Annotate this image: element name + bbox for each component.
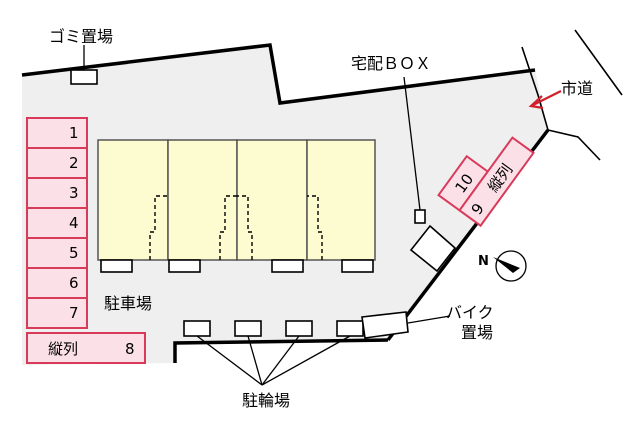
- slot-8-number: 8: [125, 340, 135, 358]
- parking-slot: [26, 117, 88, 149]
- bicycle-leader: [196, 335, 263, 386]
- garbage-box: [70, 69, 98, 85]
- slot-number: 6: [69, 274, 79, 292]
- unit-4: [306, 139, 376, 261]
- parking-label: 駐車場: [104, 294, 152, 313]
- parking-slot: [26, 297, 88, 329]
- slot-8-prefix: 縦列: [48, 340, 78, 358]
- bicycle-stand: [183, 320, 211, 337]
- garbage-label: ゴミ置場: [49, 27, 113, 46]
- street-label: 市道: [561, 79, 593, 98]
- delivery-box: [409, 224, 457, 273]
- street-edge-lower: [547, 129, 601, 161]
- entry-outline-1: [149, 195, 167, 260]
- slot-number: 5: [69, 244, 79, 262]
- parking-slot: [26, 267, 88, 299]
- doorstep-1: [100, 259, 133, 273]
- doorstep-2: [168, 259, 201, 273]
- building: [97, 139, 376, 261]
- bicycle-leader: [247, 335, 263, 386]
- compass-icon: N: [478, 250, 527, 282]
- bike-box: [361, 311, 409, 339]
- slot-number: 4: [69, 214, 79, 232]
- bicycle-label: 駐輪場: [242, 391, 290, 410]
- bicycle-stand: [336, 320, 364, 337]
- unit-2: [167, 139, 238, 261]
- entry-outline-2a: [219, 195, 237, 260]
- bicycle-leader: [261, 335, 300, 386]
- unit-1: [97, 139, 169, 261]
- bike-label-line2: 置場: [461, 323, 493, 342]
- bike-leader: [407, 315, 451, 324]
- parking-slot-9: [458, 136, 535, 228]
- slot-number: 2: [69, 154, 79, 172]
- delivery-post: [414, 209, 426, 224]
- parking-slot-8: [26, 332, 146, 364]
- entry-outline-3: [307, 195, 323, 260]
- street-edge-far: [574, 29, 623, 96]
- parking-slot: [26, 207, 88, 239]
- north-wall: [21, 43, 536, 105]
- entry-outline-2b: [237, 195, 253, 260]
- arrow-icon: [528, 90, 562, 110]
- bicycle-stand: [285, 320, 313, 337]
- street-edge-upper: [521, 46, 549, 131]
- bike-label-line1: バイク: [446, 303, 494, 322]
- doorstep-4: [341, 259, 374, 273]
- slot-number: 1: [69, 124, 79, 142]
- bicycle-stand: [234, 320, 262, 337]
- compass-letter: N: [478, 254, 489, 269]
- angled-parking: 縦列 9 10: [437, 136, 535, 228]
- slot-number: 3: [69, 184, 79, 202]
- bicycle-leader: [261, 335, 351, 386]
- south-wall: [173, 338, 389, 363]
- slot-number: 7: [69, 304, 79, 322]
- delivery-label: 宅配ＢＯＸ: [351, 54, 431, 73]
- doorstep-3: [271, 259, 304, 273]
- delivery-leader: [403, 76, 421, 211]
- parking-column: 1 2 3 4 5 6 7 縦列 8: [26, 117, 146, 364]
